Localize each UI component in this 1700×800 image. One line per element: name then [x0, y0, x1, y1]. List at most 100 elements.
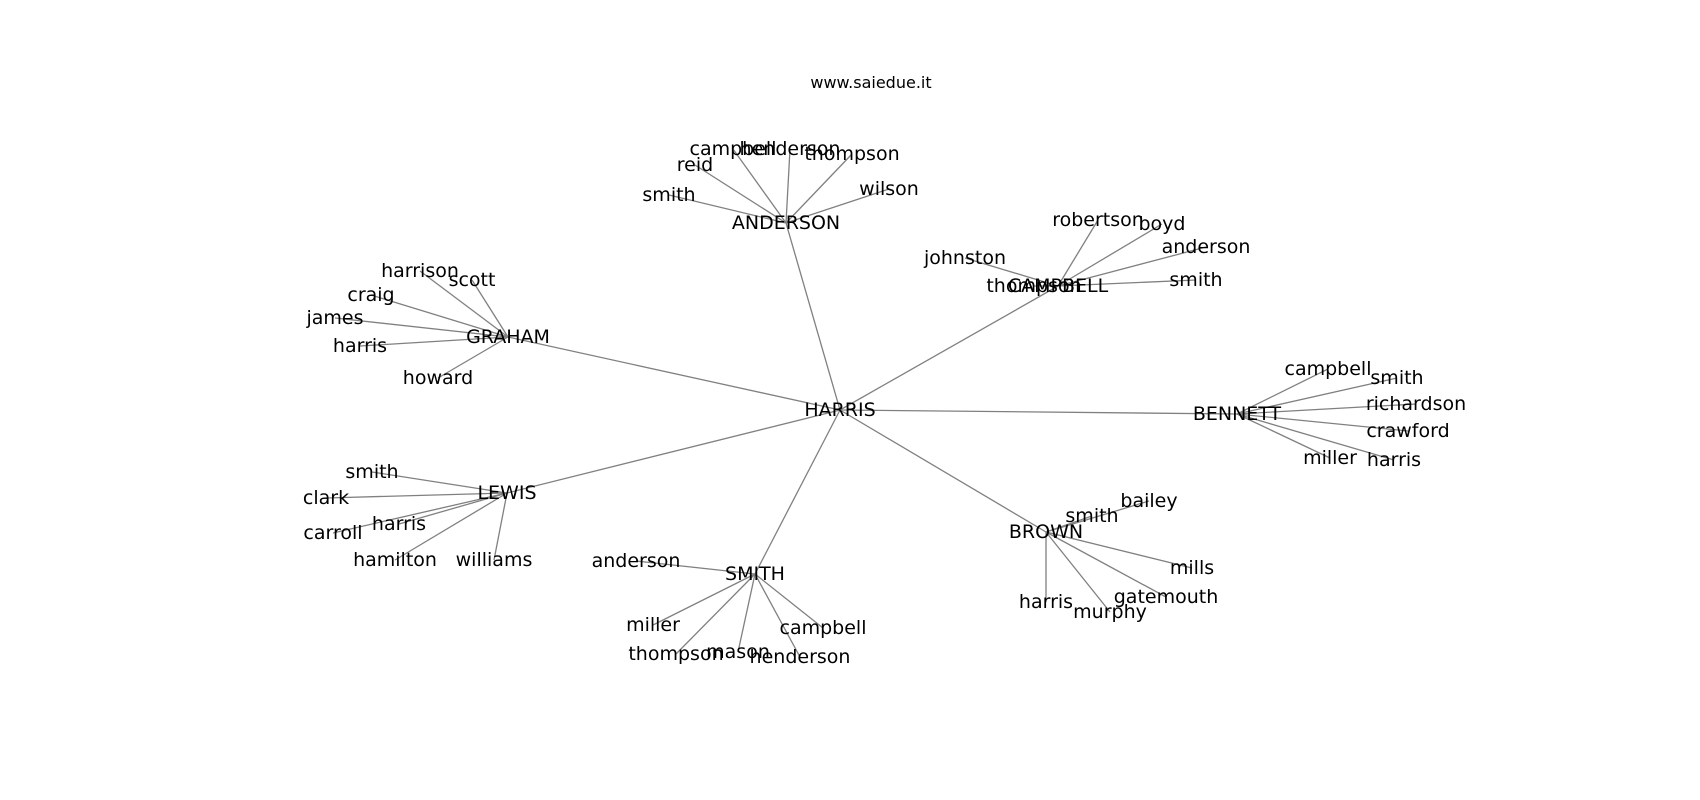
- edge-root-graham: [507, 336, 841, 411]
- labels: HARRISANDERSONsmithreidcampbellhenderson…: [303, 138, 1466, 668]
- edge-lewis-hamilton: [394, 492, 508, 561]
- edge-smith-campbell: [754, 573, 824, 629]
- leaf-node-label: richardson: [1366, 393, 1466, 415]
- group-node-label: SMITH: [725, 563, 785, 585]
- leaf-node-label: craig: [347, 284, 394, 306]
- leaf-node-label: smith: [1370, 367, 1423, 389]
- edge-root-smith: [754, 409, 841, 575]
- leaf-node-label: bailey: [1120, 490, 1177, 512]
- edge-lewis-williams: [493, 492, 508, 561]
- edge-bennett-miller: [1236, 413, 1331, 459]
- leaf-node-label: reid: [677, 154, 713, 176]
- leaf-node-label: campbell: [1285, 358, 1372, 380]
- leaf-node-label: gatemouth: [1114, 586, 1219, 608]
- group-node-label: CAMPBELL: [1008, 275, 1109, 297]
- edge-graham-harris: [359, 336, 509, 347]
- leaf-node-label: harrison: [381, 260, 459, 282]
- edge-lewis-harris: [398, 492, 508, 525]
- edge-anderson-reid: [694, 164, 787, 224]
- edge-bennett-smith: [1236, 377, 1398, 415]
- leaf-node-label: thompson: [628, 643, 723, 665]
- edge-campbell-boyd: [1057, 223, 1163, 287]
- leaf-node-label: harris: [1019, 591, 1073, 613]
- edge-graham-howard: [437, 336, 509, 379]
- group-node-label: GRAHAM: [466, 326, 550, 348]
- edge-bennett-crawford: [1236, 413, 1409, 432]
- edge-root-campbell: [839, 285, 1059, 411]
- leaf-node-label: henderson: [750, 646, 851, 668]
- edge-smith-mason: [737, 573, 756, 653]
- edge-root-bennett: [839, 409, 1238, 415]
- leaf-node-label: harris: [372, 513, 426, 535]
- leaf-node-label: mills: [1170, 557, 1214, 579]
- edge-campbell-johnston: [964, 257, 1059, 287]
- edge-graham-james: [334, 317, 509, 338]
- leaf-node-label: smith: [642, 184, 695, 206]
- edge-graham-harrison: [419, 270, 509, 338]
- edge-anderson-campbell: [732, 148, 787, 224]
- leaf-node-label: carroll: [303, 522, 362, 544]
- leaf-node-label: mason: [706, 641, 770, 663]
- group-node-label: BENNETT: [1193, 403, 1282, 425]
- leaf-node-label: murphy: [1073, 601, 1147, 623]
- leaf-node-label: clark: [303, 487, 349, 509]
- leaf-node-label: wilson: [859, 178, 919, 200]
- leaf-node-label: hamilton: [353, 549, 437, 571]
- edge-smith-anderson: [635, 560, 756, 575]
- leaf-node-label: robertson: [1052, 209, 1144, 231]
- edge-root-brown: [839, 409, 1047, 533]
- group-node-label: BROWN: [1009, 521, 1083, 543]
- edge-brown-bailey: [1045, 500, 1150, 533]
- diagram-title: www.saiedue.it: [810, 73, 931, 92]
- leaf-node-label: harris: [333, 335, 387, 357]
- edge-root-anderson: [785, 222, 841, 411]
- edge-graham-scott: [471, 279, 509, 338]
- leaf-node-label: miller: [626, 614, 680, 636]
- leaf-node-label: crawford: [1366, 420, 1449, 442]
- leaf-node-label: smith: [1065, 505, 1118, 527]
- edge-brown-gatemouth: [1045, 531, 1167, 598]
- leaf-node-label: campbell: [690, 138, 777, 160]
- edges: [325, 148, 1417, 658]
- edge-lewis-smith: [371, 471, 508, 494]
- leaf-node-label: anderson: [592, 550, 681, 572]
- edge-root-lewis: [506, 409, 841, 494]
- edge-bennett-richardson: [1236, 403, 1417, 415]
- edge-lewis-clark: [325, 492, 508, 499]
- leaf-node-label: johnston: [923, 247, 1006, 269]
- edge-anderson-henderson: [785, 148, 791, 224]
- edge-bennett-campbell: [1236, 368, 1329, 415]
- edge-brown-murphy: [1045, 531, 1111, 613]
- edge-brown-mills: [1045, 531, 1193, 569]
- edge-campbell-robertson: [1057, 219, 1099, 287]
- leaf-node-label: williams: [456, 549, 533, 571]
- root-node-label: HARRIS: [804, 399, 875, 421]
- leaf-node-label: thompson: [804, 143, 899, 165]
- edge-lewis-carroll: [332, 492, 508, 534]
- edge-smith-thompson: [675, 573, 756, 655]
- leaf-node-label: harris: [1367, 449, 1421, 471]
- edge-campbell-smith: [1057, 279, 1197, 287]
- edge-anderson-smith: [668, 194, 787, 224]
- leaf-node-label: james: [305, 307, 363, 329]
- leaf-node-label: henderson: [740, 138, 841, 160]
- leaf-node-label: miller: [1303, 447, 1357, 469]
- edge-anderson-thompson: [785, 153, 853, 224]
- group-node-label: LEWIS: [477, 482, 536, 504]
- edge-graham-craig: [370, 294, 509, 338]
- leaf-node-label: thompson: [986, 275, 1081, 297]
- edge-campbell-anderson: [1057, 246, 1207, 287]
- leaf-node-label: howard: [403, 367, 473, 389]
- leaf-node-label: anderson: [1162, 236, 1251, 258]
- group-node-label: ANDERSON: [732, 212, 840, 234]
- leaf-node-label: smith: [1169, 269, 1222, 291]
- leaf-node-label: campbell: [780, 617, 867, 639]
- leaf-node-label: smith: [345, 461, 398, 483]
- edge-smith-henderson: [754, 573, 801, 658]
- edge-bennett-harris: [1236, 413, 1395, 461]
- leaf-node-label: boyd: [1139, 213, 1186, 235]
- leaf-node-label: scott: [449, 269, 496, 291]
- edge-smith-miller: [652, 573, 756, 626]
- edge-anderson-wilson: [785, 188, 890, 224]
